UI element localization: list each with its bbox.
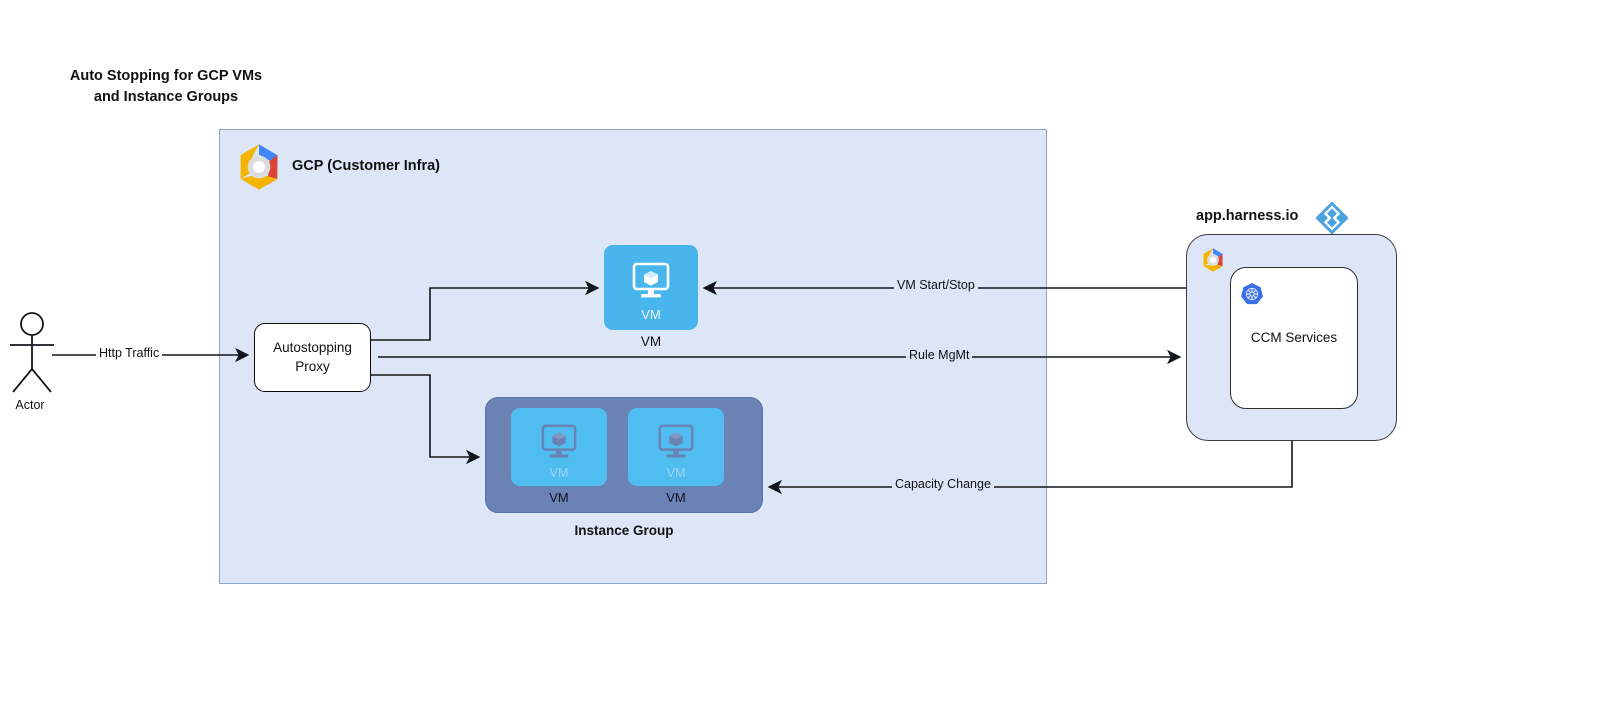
edge-label-vm-start-stop: VM Start/Stop — [894, 278, 978, 292]
harness-diamond-logo-icon — [1316, 202, 1348, 234]
gcp-container-label: GCP (Customer Infra) — [292, 158, 440, 174]
vm-node[interactable]: VM — [604, 245, 698, 330]
vm-caption: VM — [640, 334, 662, 349]
edge-label-rule-mgmt: Rule MgMt — [906, 348, 973, 362]
instance-group-container[interactable]: VM VM VM VM — [485, 397, 763, 513]
autostopping-proxy-node[interactable]: Autostopping Proxy — [254, 323, 371, 392]
instance-group-vm-2[interactable]: VM — [628, 408, 724, 486]
vm-monitor-cube-icon — [654, 424, 698, 462]
harness-domain-label: app.harness.io — [1196, 208, 1299, 224]
instance-group-vm-1-caption: VM — [549, 490, 569, 505]
page-title: Auto Stopping for GCP VMs and Instance G… — [69, 68, 263, 106]
actor-label: Actor — [15, 398, 45, 412]
gcp-logo-icon — [232, 140, 286, 194]
vm-monitor-cube-icon — [628, 262, 674, 302]
edge-label-http-traffic: Http Traffic — [96, 346, 163, 360]
vm-inner-label: VM — [549, 466, 569, 480]
edge-label-capacity-change: Capacity Change — [892, 477, 994, 491]
kubernetes-helm-icon — [1240, 282, 1264, 306]
actor-stick-figure-icon — [2, 312, 62, 393]
instance-group-caption: Instance Group — [574, 523, 674, 538]
gcp-logo-icon — [1199, 246, 1227, 274]
ccm-services-label: CCM Services — [1250, 330, 1338, 345]
instance-group-vm-1[interactable]: VM — [511, 408, 607, 486]
instance-group-vm-2-caption: VM — [666, 490, 686, 505]
vm-inner-label: VM — [666, 466, 686, 480]
vm-monitor-cube-icon — [537, 424, 581, 462]
vm-inner-label: VM — [641, 307, 661, 322]
